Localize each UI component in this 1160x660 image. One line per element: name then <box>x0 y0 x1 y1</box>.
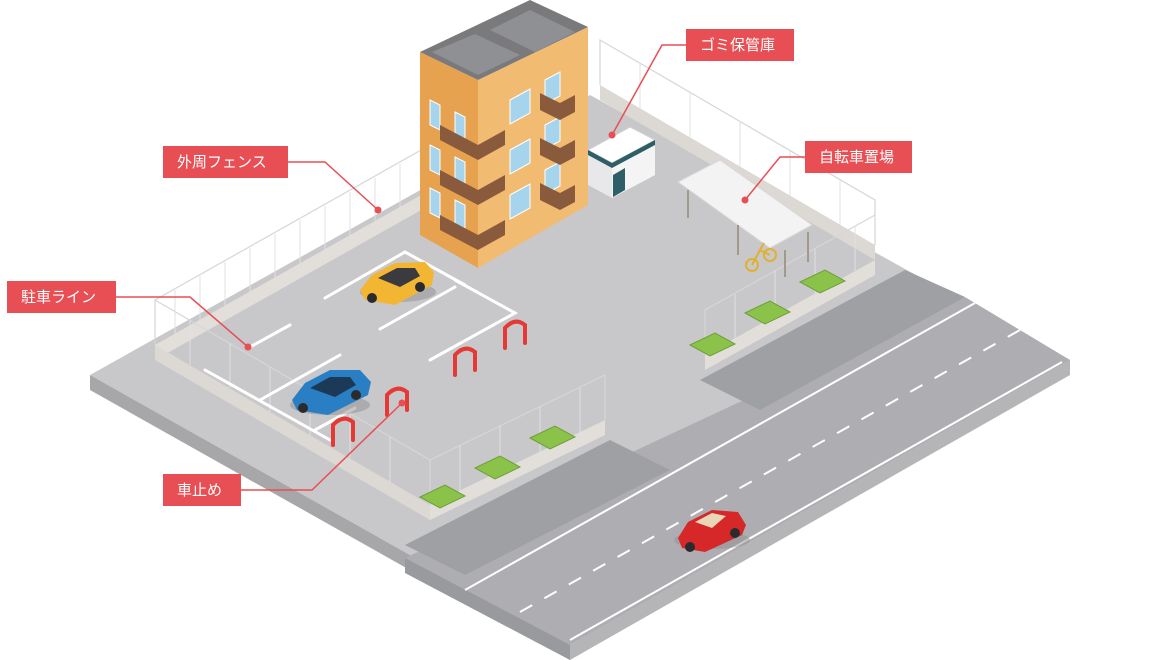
sidewalk-left <box>405 440 670 575</box>
leader-dots <box>244 131 749 407</box>
bicycle <box>745 242 777 272</box>
callout-bicycle-parking-text: 自転車置場 <box>819 148 895 166</box>
callout-perimeter-fence: 外周フェンス <box>163 146 288 178</box>
callout-garbage-storage-text: ゴミ保管庫 <box>700 36 776 54</box>
road <box>405 297 1070 660</box>
fence-bars <box>174 63 856 490</box>
car-blue <box>290 370 371 415</box>
car-yellow <box>360 262 436 305</box>
callout-garbage-storage: ゴミ保管庫 <box>686 29 794 61</box>
car-red <box>674 510 750 552</box>
bicycle-shelter <box>677 159 813 277</box>
callout-car-stop: 車止め <box>163 474 241 506</box>
planters <box>418 269 847 509</box>
garbage-storage-building <box>586 126 657 198</box>
car-stops <box>331 319 527 447</box>
callout-perimeter-fence-text: 外周フェンス <box>177 153 267 171</box>
parking-lines <box>203 250 519 442</box>
leader-lines <box>115 44 805 491</box>
apartment-building <box>420 0 588 268</box>
callout-parking-lines-text: 駐車ライン <box>21 288 97 306</box>
callout-parking-lines: 駐車ライン <box>7 281 116 313</box>
callout-bicycle-parking: 自転車置場 <box>805 141 912 173</box>
callout-car-stop-text: 車止め <box>177 481 223 499</box>
sidewalk-right <box>700 270 965 410</box>
